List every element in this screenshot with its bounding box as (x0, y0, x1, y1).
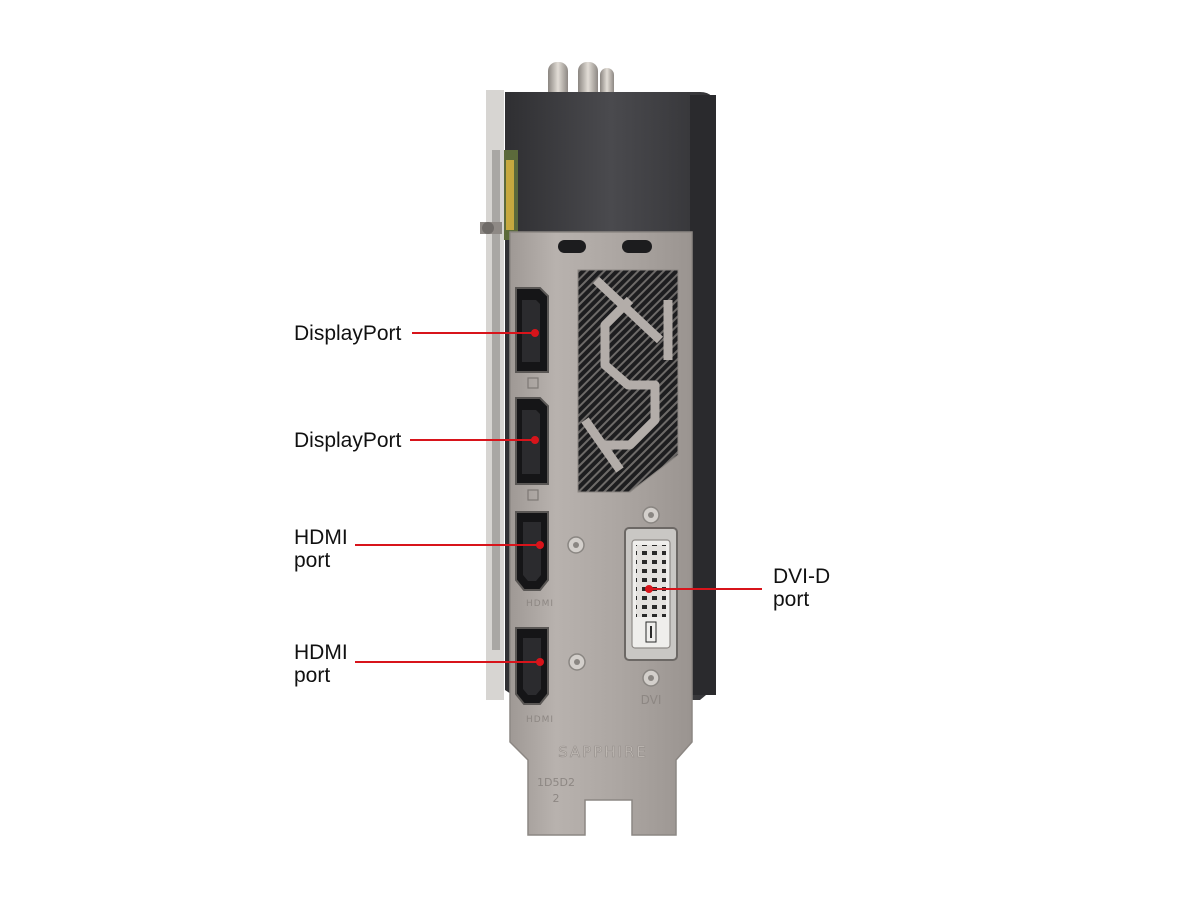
label-hdmi-2-line2: port (294, 664, 331, 687)
label-dvi-d: DVI-D port (773, 565, 830, 611)
label-hdmi-2-line1: HDMI (294, 641, 348, 664)
label-dvi-d-line2: port (773, 588, 810, 611)
dvi-marking: DVI (641, 693, 662, 707)
label-displayport-2-text: DisplayPort (294, 429, 402, 452)
hdmi-marking-1: HDMI (526, 599, 554, 609)
model-marking-line2: 2 (553, 792, 560, 805)
brand-marking: SAPPHIRE (558, 743, 648, 761)
leader-dot-hdmi-1 (536, 541, 544, 549)
label-displayport-1-text: DisplayPort (294, 322, 402, 345)
hdmi-connector-1 (515, 511, 549, 591)
hdmi-connector-2 (515, 627, 549, 705)
callout-lines (355, 329, 762, 666)
label-displayport-2: DisplayPort (294, 429, 401, 452)
leader-dot-displayport-1 (531, 329, 539, 337)
dvi-d-connector (624, 527, 678, 661)
label-hdmi-2: HDMI port (294, 641, 348, 687)
leader-dot-hdmi-2 (536, 658, 544, 666)
leader-dot-dvi (645, 585, 653, 593)
label-hdmi-1-line2: port (294, 549, 331, 572)
io-bracket (509, 231, 693, 836)
model-marking-line1: 1D5D2 (537, 776, 575, 789)
displayport-connector-2 (515, 397, 549, 501)
leader-dot-displayport-2 (531, 436, 539, 444)
displayport-connector-1 (515, 287, 549, 389)
label-dvi-d-line1: DVI-D (773, 565, 831, 588)
bracket-markings: HDMI HDMI DVI SAPPHIRE 1D5D2 2 (526, 599, 661, 805)
label-hdmi-1-line1: HDMI (294, 526, 348, 549)
label-hdmi-1: HDMI port (294, 526, 348, 572)
label-displayport-1: DisplayPort (294, 322, 401, 345)
hdmi-marking-2: HDMI (526, 715, 554, 725)
